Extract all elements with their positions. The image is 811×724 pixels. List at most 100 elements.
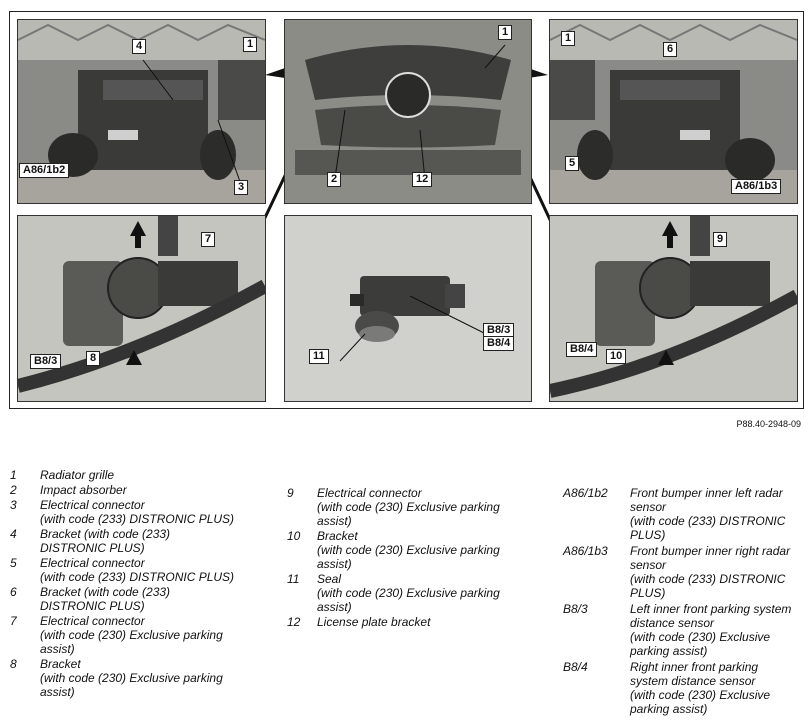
callout-5: 5 — [565, 156, 580, 171]
photo-parking-sensor-seal — [284, 215, 532, 402]
legend-item-text: assist) — [40, 642, 75, 656]
callout-8: 8 — [86, 351, 101, 366]
photo-left-parking-sensor — [17, 215, 266, 402]
callout-1: 1 — [561, 31, 576, 46]
legend-item-text: PLUS) — [630, 586, 666, 600]
legend-item-text: sensor — [630, 558, 667, 572]
callout-2: 2 — [327, 172, 342, 187]
legend-item-text: DISTRONIC PLUS) — [40, 599, 145, 613]
legend-item-text: Bracket — [40, 657, 81, 671]
callout-1: 1 — [498, 25, 513, 40]
legend-item-text: assist) — [40, 685, 75, 699]
legend-item: 11 Seal(with code (230) Exclusive parking… — [287, 572, 537, 614]
legend-item-number: 3 — [10, 498, 17, 512]
callout-10: 10 — [606, 349, 627, 364]
legend-item: 6 Bracket (with code (233)DISTRONIC PLUS) — [10, 585, 270, 613]
callout-a86-1b3: A86/1b3 — [731, 179, 782, 194]
callout-3: 3 — [234, 180, 249, 195]
legend-item-text: (with code (230) Exclusive parking — [317, 543, 500, 557]
legend-item-text: DISTRONIC PLUS) — [40, 541, 145, 555]
legend-item: 2 Impact absorber — [10, 483, 270, 497]
legend-item: 7 Electrical connector(with code (230) Ex… — [10, 614, 270, 656]
callout-6: 6 — [663, 42, 678, 57]
callout-b8-3: B8/3 — [483, 323, 515, 338]
legend-item-number: 2 — [10, 483, 17, 497]
legend-item-text: (with code (233) DISTRONIC PLUS) — [40, 512, 235, 526]
legend-item: 8 Bracket(with code (230) Exclusive parki… — [10, 657, 270, 699]
legend-item-text: distance sensor — [630, 616, 715, 630]
callout-12: 12 — [412, 172, 433, 187]
legend-item-text: (with code (233) DISTRONIC — [630, 514, 786, 528]
legend-item-text: (with code (230) Exclusive — [630, 688, 771, 702]
legend-item-text: Electrical connector — [40, 614, 145, 628]
legend-item-text: (with code (230) Exclusive parking — [317, 500, 500, 514]
legend-item-text: assist) — [317, 514, 352, 528]
callout-a86-1b2: A86/1b2 — [19, 163, 70, 178]
legend-item-number: 6 — [10, 585, 17, 599]
callout-b8-4: B8/4 — [483, 336, 515, 351]
legend-item-text: (with code (230) Exclusive — [630, 630, 771, 644]
legend-item-number: 5 — [10, 556, 17, 570]
legend-item-number: 7 — [10, 614, 17, 628]
legend-item-text: Front bumper inner right radar — [630, 544, 791, 558]
figure-frame: 4 1 A86/1b2 3 1 2 12 1 6 — [9, 11, 804, 409]
legend-item-text: Impact absorber — [40, 483, 127, 497]
legend-item-text: Electrical connector — [40, 498, 145, 512]
legend-item-text: Seal — [317, 572, 342, 586]
legend-item: 12 License plate bracket — [287, 615, 537, 629]
legend-item-number: 4 — [10, 527, 17, 541]
legend-item-text: Electrical connector — [317, 486, 422, 500]
photo-right-parking-sensor — [549, 215, 798, 402]
legend-item-text: (with code (230) Exclusive parking — [317, 586, 500, 600]
callout-11: 11 — [309, 349, 329, 364]
legend-item-number: B8/3 — [563, 602, 588, 616]
legend-item-text: parking assist) — [630, 702, 708, 716]
legend-item-number: B8/4 — [563, 660, 588, 674]
legend-item-number: 10 — [287, 529, 301, 543]
figure-code: P88.40-2948-09 — [736, 419, 801, 429]
legend-item-number: 8 — [10, 657, 17, 671]
legend-item: 4 Bracket (with code (233)DISTRONIC PLUS) — [10, 527, 270, 555]
legend-item-text: Front bumper inner left radar — [630, 486, 783, 500]
legend-item-text: parking assist) — [630, 644, 708, 658]
callout-7: 7 — [201, 232, 216, 247]
legend-item: 3 Electrical connector(with code (233) DI… — [10, 498, 270, 526]
legend-item-number: A86/1b3 — [563, 544, 608, 558]
legend-item-text: Right inner front parking — [630, 660, 759, 674]
legend-item: 10 Bracket(with code (230) Exclusive park… — [287, 529, 537, 571]
photo-radiator-grille — [284, 19, 532, 204]
callout-b8-3: B8/3 — [30, 354, 62, 369]
legend-item: 5 Electrical connector(with code (233) DI… — [10, 556, 270, 584]
legend-item-text: (with code (233) DISTRONIC PLUS) — [40, 570, 235, 584]
legend-item-text: sensor — [630, 500, 667, 514]
legend-item-text: assist) — [317, 557, 352, 571]
legend-item-text: Left inner front parking system — [630, 602, 792, 616]
callout-9: 9 — [713, 232, 728, 247]
legend-item-text: Bracket (with code (233) — [40, 585, 171, 599]
legend-item-text: PLUS) — [630, 528, 666, 542]
legend-item-text: (with code (233) DISTRONIC — [630, 572, 786, 586]
legend-item-text: system distance sensor — [630, 674, 756, 688]
legend-item-number: 1 — [10, 468, 17, 482]
legend-item-number: 9 — [287, 486, 294, 500]
legend-item-text: License plate bracket — [317, 615, 431, 629]
legend-item-number: A86/1b2 — [563, 486, 608, 500]
legend-item-text: Electrical connector — [40, 556, 145, 570]
legend-item-number: 12 — [287, 615, 301, 629]
legend-item-text: (with code (230) Exclusive parking — [40, 671, 223, 685]
legend-item-text: assist) — [317, 600, 352, 614]
legend-item-text: Bracket — [317, 529, 358, 543]
callout-b8-4: B8/4 — [566, 342, 598, 357]
legend-item-number: 11 — [287, 572, 300, 586]
legend-item-text: (with code (230) Exclusive parking — [40, 628, 223, 642]
callout-1: 1 — [243, 37, 258, 52]
legend-item-text: Bracket (with code (233) — [40, 527, 171, 541]
legend-item: 9 Electrical connector(with code (230) Ex… — [287, 486, 537, 528]
